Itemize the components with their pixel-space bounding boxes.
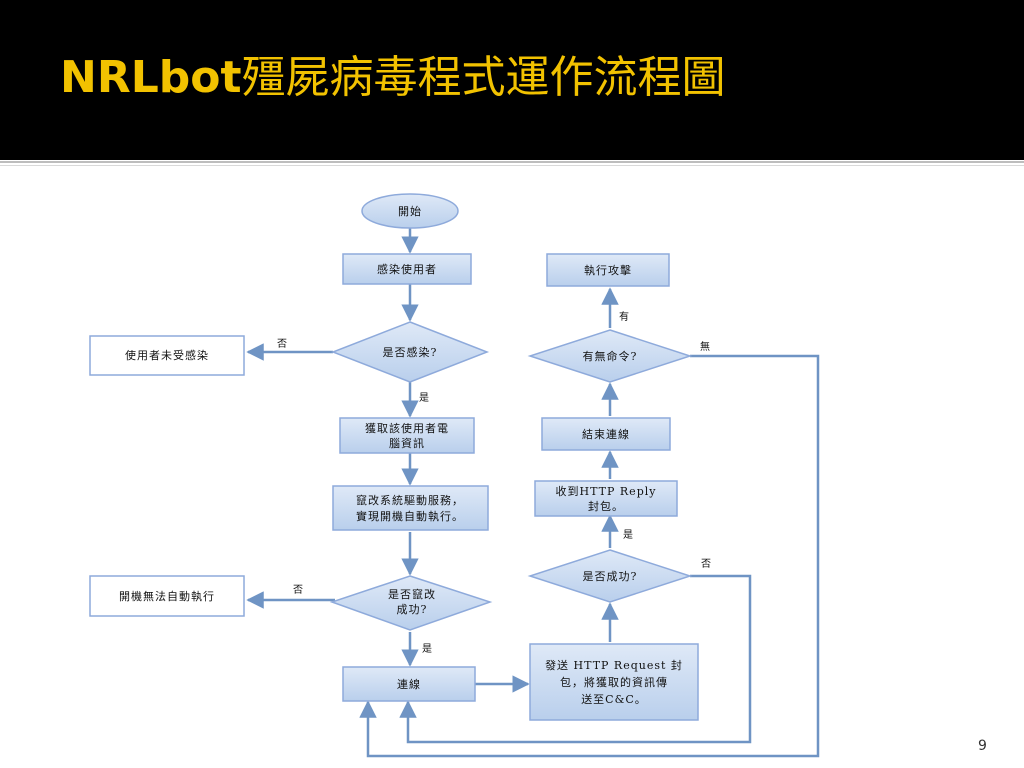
node-infect-user: 感染使用者 [342, 253, 472, 285]
edge-label-success-no: 否 [701, 558, 711, 570]
node-is-modified-line2: 成功? [397, 603, 428, 616]
node-receive-reply-line1: 收到HTTP Reply [556, 484, 657, 498]
node-is-modified-line1: 是否竄改 [388, 587, 436, 601]
node-send-request-line1: 發送 HTTP Request 封 [545, 658, 683, 672]
node-modify-driver: 竄改系統驅動服務， 實現開機自動執行。 [332, 485, 489, 531]
node-execute-attack-label: 執行攻擊 [584, 263, 632, 277]
node-infect-user-label: 感染使用者 [377, 262, 437, 276]
node-start-label: 開始 [398, 204, 422, 218]
node-autorun-fail-label: 開機無法自動執行 [119, 589, 215, 603]
edge-success-no [399, 574, 752, 744]
node-has-command: 有無命令? [527, 329, 693, 383]
node-has-command-label: 有無命令? [583, 349, 638, 363]
title-divider-thin [0, 165, 1024, 166]
edge-label-command-no: 無 [700, 340, 710, 353]
node-get-info-line1: 獲取該使用者電 [365, 421, 449, 435]
node-end-connect-label: 結束連線 [582, 427, 630, 441]
title-divider [0, 161, 1024, 163]
slide-title-en: NRLbot [60, 52, 242, 103]
node-autorun-fail: 開機無法自動執行 [89, 575, 245, 617]
edge-label-command-yes: 有 [619, 310, 629, 323]
node-start: 開始 [361, 193, 459, 229]
node-send-request: 發送 HTTP Request 封 包，將獲取的資訊傳 送至C&C。 [529, 643, 699, 721]
edge-label-modified-yes: 是 [422, 643, 432, 655]
edge-label-modified-no: 否 [293, 584, 303, 596]
node-connect-label: 連線 [397, 677, 421, 691]
edge-label-infected-yes: 是 [419, 392, 429, 404]
node-is-infected-label: 是否感染? [383, 345, 438, 359]
page-number: 9 [978, 738, 987, 754]
edge-command-no [359, 354, 820, 758]
node-is-success-label: 是否成功? [583, 570, 638, 583]
node-not-infected: 使用者未受感染 [89, 335, 245, 376]
node-not-infected-label: 使用者未受感染 [125, 348, 209, 362]
node-end-connect: 結束連線 [541, 417, 671, 451]
node-is-success: 是否成功? [527, 549, 693, 603]
node-is-infected: 是否感染? [330, 321, 490, 383]
title-bar: NRLbot殭屍病毒程式運作流程圖 [0, 0, 1024, 160]
node-send-request-line3: 送至C&C。 [581, 692, 647, 706]
node-receive-reply: 收到HTTP Reply 封包。 [534, 480, 678, 517]
node-get-info: 獲取該使用者電 腦資訊 [339, 417, 475, 454]
edge-label-success-yes: 是 [623, 529, 633, 541]
node-modify-driver-line1: 竄改系統驅動服務， [356, 493, 464, 507]
node-send-request-line2: 包，將獲取的資訊傳 [560, 675, 668, 689]
node-get-info-line2: 腦資訊 [389, 436, 425, 450]
node-modify-driver-line2: 實現開機自動執行。 [356, 509, 464, 523]
node-is-modified: 是否竄改 成功? [329, 575, 493, 631]
node-execute-attack: 執行攻擊 [546, 253, 670, 287]
edge-label-infected-no: 否 [277, 338, 287, 350]
slide-title: NRLbot殭屍病毒程式運作流程圖 [60, 56, 726, 100]
node-connect: 連線 [342, 666, 476, 702]
node-receive-reply-line2: 封包。 [588, 499, 624, 513]
slide-title-zh: 殭屍病毒程式運作流程圖 [241, 52, 726, 103]
